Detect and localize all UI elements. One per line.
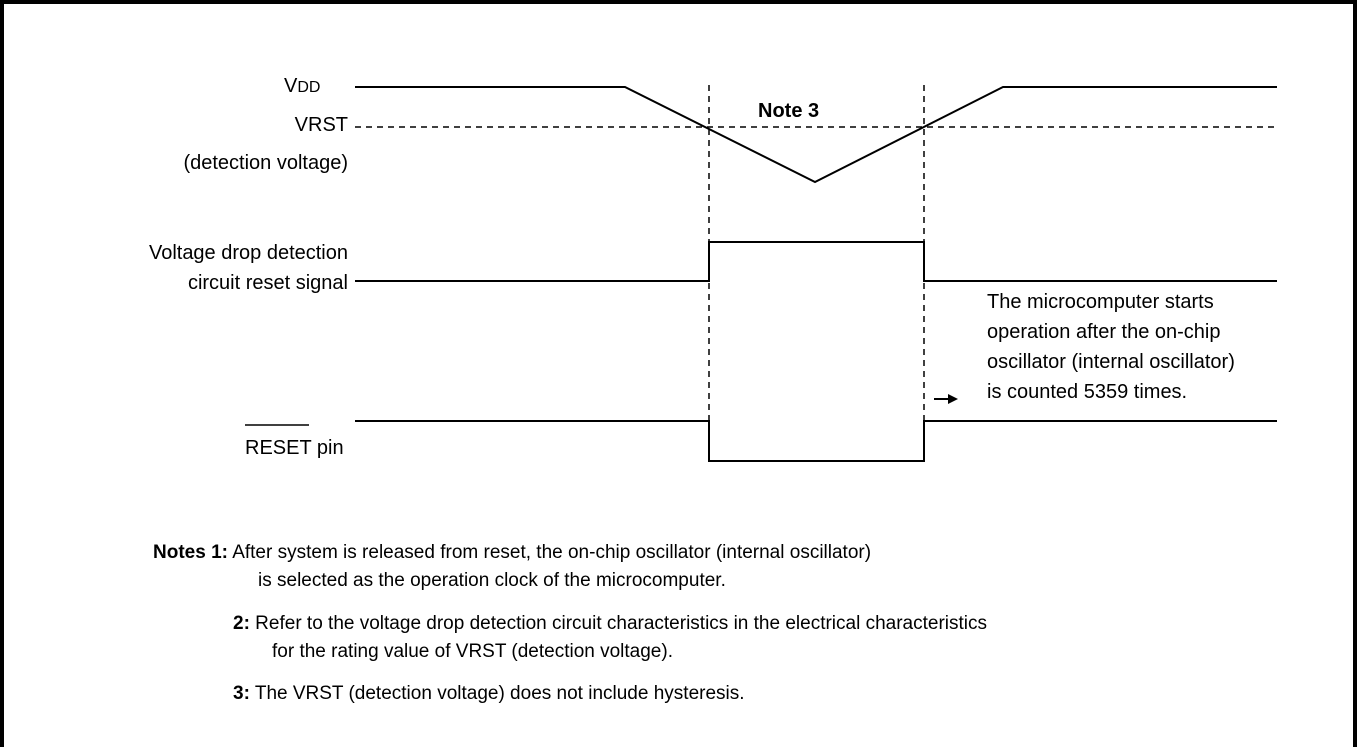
reset-pin-waveform [355, 420, 1277, 462]
vrst-sublabel: (detection voltage) [183, 152, 348, 174]
vdrop-reset-waveform [355, 241, 1277, 282]
annotation-line-2: operation after the on-chip [987, 321, 1221, 343]
note-1-cont: is selected as the operation clock of th… [258, 570, 726, 591]
note3-label: Note 3 [758, 100, 820, 122]
note-3: 3: The VRST (detection voltage) does not… [233, 681, 745, 707]
note-3-number: 3: [233, 683, 250, 704]
annotation-line-4: is counted 5359 times. [987, 381, 1188, 403]
reset-pin-label: RESET pin [245, 436, 344, 460]
note-2-text: Refer to the voltage drop detection circ… [249, 613, 988, 634]
note-1-text: After system is released from reset, the… [227, 542, 872, 563]
reset-pin-suffix: pin [311, 437, 344, 459]
vdd-label: VDD [284, 75, 321, 97]
vdd-waveform [355, 86, 1277, 184]
note-3-text: The VRST (detection voltage) does not in… [249, 683, 745, 704]
vdd-label-sub: DD [297, 79, 321, 96]
vrst-label: VRST [294, 114, 348, 136]
vdrop-label-line1: Voltage drop detection [148, 242, 348, 264]
reset-pin-name: RESET [245, 437, 312, 459]
annotation-line-1: The microcomputer starts [987, 291, 1214, 313]
note-2-number: 2: [233, 613, 250, 634]
start-arrow-icon [948, 394, 958, 404]
note-1-number: Notes 1: [153, 542, 228, 563]
note-2: 2: Refer to the voltage drop detection c… [233, 611, 987, 637]
note-2-cont: for the rating value of VRST (detection … [272, 641, 673, 662]
vdrop-label-line2: circuit reset signal [187, 272, 348, 294]
annotation-line-3: oscillator (internal oscillator) [987, 351, 1235, 373]
note-1: Notes 1: After system is released from r… [153, 540, 871, 566]
